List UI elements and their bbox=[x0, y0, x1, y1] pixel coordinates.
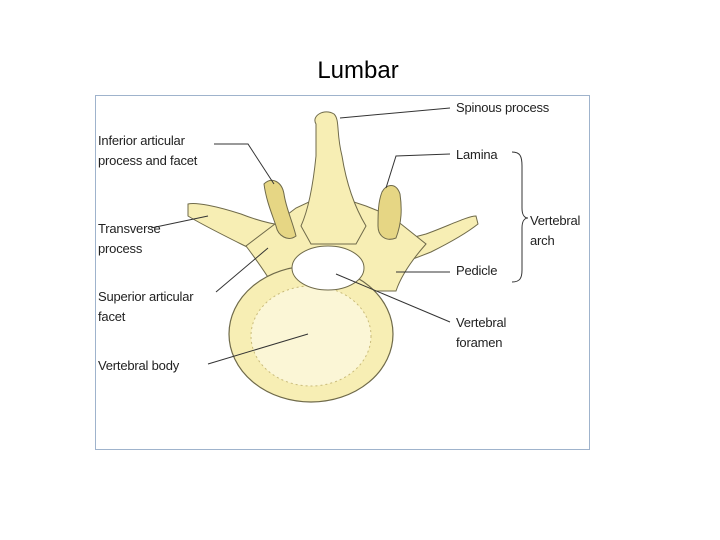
label-transverse-line2: process bbox=[98, 241, 143, 256]
label-vertebral-arch-line2: arch bbox=[530, 233, 555, 248]
leader-vertebral-body bbox=[207, 333, 309, 365]
lumbar-vertebra-illustration bbox=[150, 107, 529, 403]
label-vertebral-foramen-line2: foramen bbox=[456, 335, 503, 350]
label-vertebral-body: Vertebral body bbox=[98, 358, 180, 373]
left-articular-facet bbox=[263, 179, 297, 239]
label-vertebral-foramen-line1: Vertebral bbox=[456, 315, 507, 330]
label-spinous-process: Spinous process bbox=[456, 100, 550, 115]
right-articular-facet bbox=[377, 185, 402, 240]
leader-superior-articular bbox=[215, 247, 269, 293]
vertebra-figure: Inferior articular process and facet Tra… bbox=[95, 95, 590, 450]
label-inferior-articular-line1: Inferior articular bbox=[98, 133, 185, 148]
label-superior-articular-line2: facet bbox=[98, 309, 126, 324]
leader-lamina bbox=[385, 153, 451, 189]
label-vertebral-arch-line1: Vertebral bbox=[530, 213, 581, 228]
leader-foramen bbox=[335, 273, 451, 323]
leader-spinous bbox=[339, 107, 451, 119]
arch-bracket bbox=[511, 151, 529, 283]
vertebral-foramen bbox=[291, 245, 365, 291]
spinous-process bbox=[300, 111, 367, 245]
label-lamina: Lamina bbox=[456, 147, 498, 162]
leader-inferior-articular bbox=[214, 143, 275, 185]
label-superior-articular-line1: Superior articular bbox=[98, 289, 194, 304]
label-inferior-articular-line2: process and facet bbox=[98, 153, 198, 168]
leader-lines bbox=[150, 107, 529, 365]
vertebral-body-inner bbox=[250, 285, 372, 387]
leader-transverse bbox=[150, 215, 209, 229]
slide-title: Lumbar bbox=[317, 57, 399, 84]
label-transverse-line1: Transverse bbox=[98, 221, 161, 236]
label-pedicle: Pedicle bbox=[456, 263, 498, 278]
